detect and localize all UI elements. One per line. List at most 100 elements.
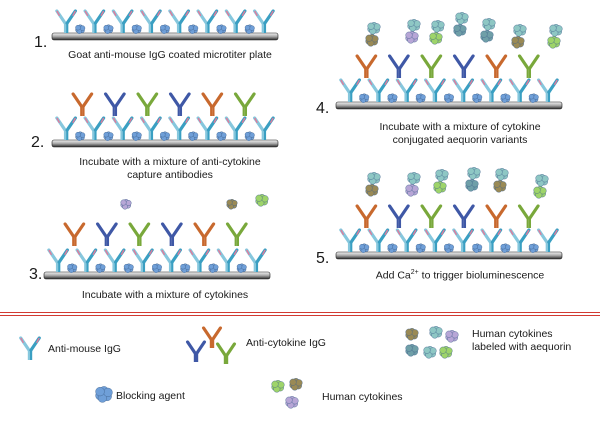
- arm-right: [495, 204, 508, 220]
- blob-lobe: [405, 344, 413, 352]
- tip-left: [396, 229, 401, 236]
- blocking-agent: [75, 24, 86, 34]
- blob-lobe: [125, 200, 132, 206]
- blob-lobe: [473, 168, 481, 176]
- step-1-number: 1.: [34, 34, 48, 51]
- cytokine-layer: [120, 12, 563, 210]
- tip-left: [340, 229, 345, 236]
- stem-right: [406, 242, 409, 252]
- arm-right: [73, 222, 86, 238]
- tip-right: [100, 10, 105, 17]
- blob-lobe: [100, 264, 106, 270]
- arm-left: [168, 92, 181, 108]
- stem-right: [528, 218, 532, 228]
- blob-lobe: [429, 32, 437, 40]
- arm-left: [160, 222, 173, 238]
- anti-mouse-igg: [508, 228, 531, 252]
- stem-right: [244, 106, 248, 116]
- tip-left: [509, 229, 514, 236]
- blob-lobe: [164, 132, 170, 138]
- arm-left: [485, 204, 497, 220]
- cytokine: [120, 199, 132, 210]
- blob-lobe: [535, 174, 543, 182]
- aequorin: [407, 19, 421, 32]
- blob-lobe: [392, 244, 398, 250]
- blob-lobe: [359, 243, 365, 250]
- tip-left: [254, 10, 258, 17]
- arm-left: [136, 92, 148, 108]
- blob-lobe: [271, 380, 279, 388]
- tip-right: [241, 117, 246, 124]
- blob-lobe: [285, 396, 293, 404]
- stem-right: [142, 262, 146, 272]
- tip-right: [412, 229, 417, 236]
- stem-left: [404, 242, 407, 252]
- blob-lobe: [95, 263, 101, 270]
- stem-right: [463, 242, 466, 252]
- aequorin: [435, 169, 449, 182]
- arm-right: [398, 204, 410, 220]
- anti-cytokine-igg: [355, 204, 378, 228]
- stem-left: [545, 92, 548, 102]
- blob-lobe: [420, 94, 426, 100]
- stem-left: [364, 218, 367, 228]
- blocking-agent: [528, 243, 539, 253]
- legend-human-cytokine-icon: [289, 378, 303, 391]
- blocking-agent: [152, 263, 162, 273]
- stem-right: [434, 92, 438, 102]
- tip-right: [72, 10, 76, 17]
- blob-lobe: [249, 25, 255, 31]
- blob-lobe: [461, 13, 469, 21]
- tip-left: [368, 79, 373, 86]
- stem-right: [431, 218, 434, 228]
- blob-lobe: [533, 94, 539, 100]
- legend-blocking-agent-icon: [95, 386, 113, 403]
- arm-right: [495, 54, 508, 70]
- blob-lobe: [365, 34, 373, 42]
- blocking-agent: [244, 131, 255, 141]
- blob-lobe: [295, 379, 303, 387]
- tip-right: [261, 249, 266, 256]
- blob-lobe: [131, 131, 138, 138]
- arm-right: [430, 54, 443, 70]
- stem-left: [253, 262, 256, 272]
- stem-left: [494, 68, 497, 78]
- tip-left: [396, 79, 401, 86]
- arm-right: [195, 340, 206, 355]
- tip-right: [213, 117, 218, 124]
- tip-right: [185, 10, 189, 17]
- anti-mouse-igg: [245, 248, 267, 272]
- tip-left: [189, 249, 194, 256]
- tip-right: [384, 79, 389, 86]
- cytokine-aequorin: [493, 180, 507, 193]
- tip-left: [225, 10, 230, 17]
- blob-lobe: [226, 199, 233, 206]
- blob-lobe: [120, 199, 127, 206]
- arm-right: [528, 54, 540, 70]
- aequorin: [455, 12, 469, 25]
- blocking-agent: [444, 243, 454, 253]
- legend-human-cytokine-icon: [271, 380, 285, 393]
- blob-lobe: [188, 131, 194, 138]
- blob-lobe: [451, 331, 459, 339]
- blob-lobe: [241, 264, 247, 270]
- legend-human-cytokine-icon: [285, 396, 299, 409]
- blob-lobe: [221, 132, 227, 138]
- blob-lobe: [407, 172, 415, 180]
- anti-mouse-igg: [395, 228, 418, 252]
- tip-left: [133, 249, 137, 256]
- anti-mouse-igg: [111, 9, 134, 33]
- anti-cytokine-igg: [485, 54, 508, 78]
- anti-cytokine-igg: [517, 54, 540, 78]
- stem-right: [350, 242, 353, 252]
- blob-lobe: [541, 175, 549, 183]
- step-4-caption-line2: conjugated aequorin variants: [392, 134, 528, 146]
- cytokine-aequorin: [405, 31, 419, 44]
- legend-icons: [19, 326, 459, 409]
- anti-mouse-igg: [160, 248, 182, 272]
- stem-right: [179, 106, 183, 116]
- stem-right: [366, 68, 369, 78]
- blocking-agent: [75, 131, 86, 141]
- stem-left: [92, 130, 95, 140]
- blob-lobe: [128, 264, 134, 270]
